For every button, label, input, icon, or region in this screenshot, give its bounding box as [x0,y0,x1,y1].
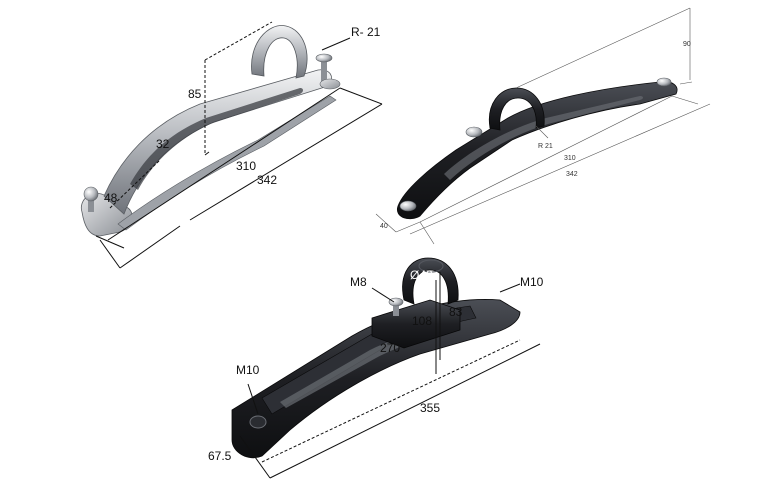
fig2-dimension-lines [375,7,711,245]
fig2-radius-label: R 21 [538,143,553,150]
fig2-left-bolt [399,200,417,212]
fig1-left-bolt [83,186,99,212]
fig3-bolt-right-label: M10 [520,275,544,289]
fig3-slot [280,326,448,408]
fig3-bolt-bottom-label: M10 [236,363,260,377]
fig2-length-inner-label: 310 [564,155,576,162]
fig3-height-right-label: 83 [449,305,463,319]
fig2-saddle-ring [488,87,545,131]
fig1-base-width-label: 48 [104,191,118,205]
fig3-ring-top-highlight [418,259,444,273]
figure-2-black-clamp: 90 R 21 310 342 40 [375,7,711,245]
fig1-radius-label: R- 21 [351,25,381,39]
fig3-bottom-bolt [249,415,267,429]
fig2-height-label: 90 [683,41,691,48]
fig1-strap-slot [130,88,303,190]
fig1-width-inner-label: 32 [156,137,170,151]
fig2-right-bolt [656,77,672,87]
fig1-height-label: 85 [188,87,202,101]
fig2-base-width-label: 40 [380,223,388,230]
fig1-saddle-ring [251,25,308,79]
fig2-length-total-label: 342 [566,171,578,178]
fig3-length-total-label: 355 [420,401,440,415]
fig1-length-total-label: 342 [257,173,277,187]
fig1-right-bolt [315,53,341,90]
fig2-middle-bolt [465,126,483,138]
fig3-height-left-label: 108 [412,314,432,328]
fig3-saddle-ring [402,257,459,305]
fig3-top-bolt [388,297,404,316]
fig3-length-inner-label: 270 [380,341,400,355]
fig3-diameter-label: Ø42 [410,268,433,282]
figure-1-galvanised-clamp: R- 21 85 32 48 310 342 [80,21,383,269]
figure-3-black-mount: M8 Ø42 M10 108 83 270 355 M10 67.5 [208,257,544,479]
fig2-strap-slot [444,96,643,180]
fig3-dimension-lines [239,272,541,479]
fig3-bolt-top-label: M8 [350,275,367,289]
fig1-length-inner-label: 310 [236,159,256,173]
fig3-base-width-label: 67.5 [208,449,232,463]
fig1-dimension-lines [95,21,383,269]
